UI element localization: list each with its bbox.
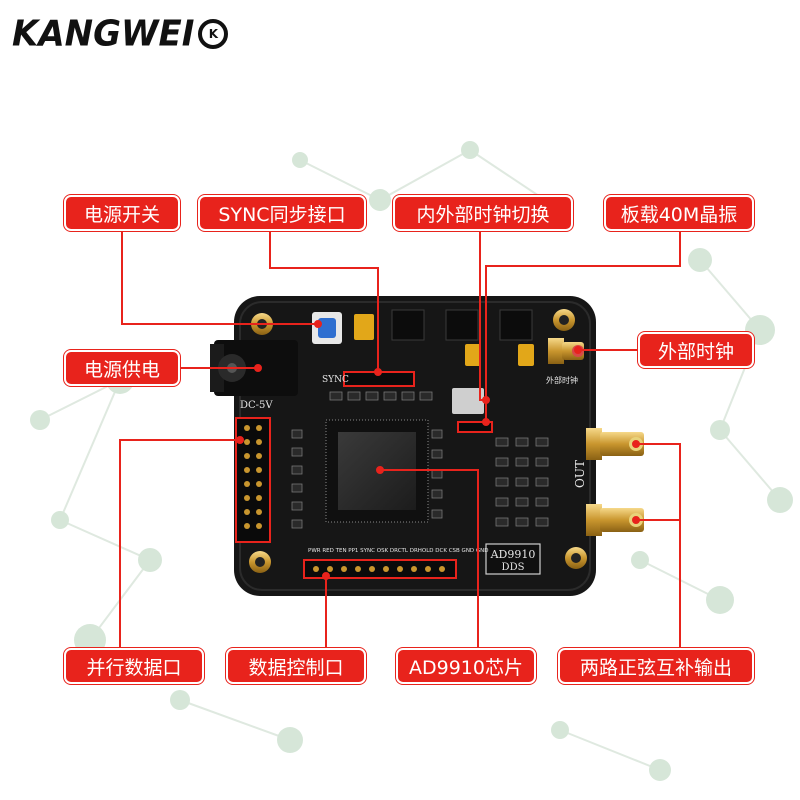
callout-power-switch: 电源开关 <box>64 195 180 231</box>
chip-badge <box>485 543 541 575</box>
crystal-oscillator <box>452 388 484 414</box>
callout-ext-clock: 外部时钟 <box>638 332 754 368</box>
brand-logo: KANGWEI K <box>12 13 229 55</box>
clock-jumper <box>457 421 493 433</box>
silk-dc: DC-5V <box>240 400 273 411</box>
chip-badge-line2: DDS <box>502 562 525 573</box>
callout-sync-port: SYNC同步接口 <box>198 195 366 231</box>
output-sma-2 <box>586 504 644 536</box>
callout-data-control: 数据控制口 <box>226 648 366 684</box>
chip-badge-line1: AD9910 <box>490 548 536 561</box>
control-header <box>303 559 457 579</box>
silk-ext-clock: 外部时钟 <box>546 375 578 385</box>
callout-outputs: 两路正弦互补输出 <box>558 648 754 684</box>
silk-out: OUT <box>573 460 587 488</box>
callout-crystal: 板载40M晶振 <box>604 195 754 231</box>
silk-pin-row: PWR RED TEN PP1 SYNC OSK DRCTL DRHOLD DC… <box>308 548 489 554</box>
sync-header <box>343 371 415 387</box>
silk-sync: SYNC <box>322 375 349 385</box>
power-switch <box>312 312 342 344</box>
callout-power-supply: 电源供电 <box>64 350 180 386</box>
logo-mark: K <box>198 19 229 49</box>
callout-chip: AD9910芯片 <box>396 648 536 684</box>
logo-text: KANGWEI <box>12 13 195 55</box>
output-sma-1 <box>586 428 644 460</box>
parallel-header <box>235 417 271 543</box>
callout-clock-switch: 内外部时钟切换 <box>393 195 573 231</box>
ad9910-chip <box>325 419 429 523</box>
callout-parallel-port: 并行数据口 <box>64 648 204 684</box>
dc-jack <box>210 340 298 396</box>
